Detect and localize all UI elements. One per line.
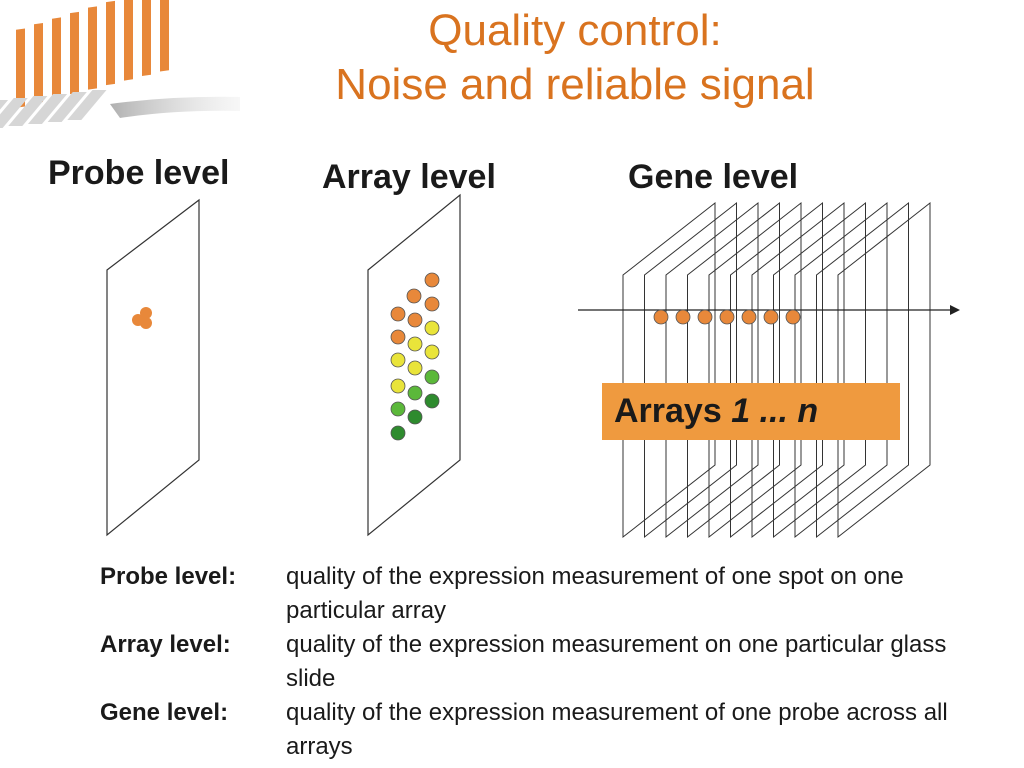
logo-stripe-shadow [8, 96, 48, 126]
arrays-label-prefix: Arrays [614, 392, 722, 430]
logo-stripe-shadow [67, 90, 107, 120]
definition-row: Gene level: quality of the expression me… [100, 696, 1000, 764]
array-level-heading: Array level [322, 158, 496, 196]
gene-spot [675, 309, 691, 325]
definition-text: quality of the expression measurement on… [286, 631, 947, 692]
gene-slide [687, 201, 780, 539]
array-spot [390, 306, 406, 322]
array-spot [407, 312, 423, 328]
definitions-list: Probe level: quality of the expression m… [100, 560, 1000, 764]
logo-stripe [124, 0, 133, 81]
array-spot [424, 272, 440, 288]
logo-stripe [34, 22, 43, 104]
gene-slide [816, 201, 909, 539]
logo-stripe [52, 17, 61, 99]
array-spots [390, 272, 440, 441]
array-spot [407, 336, 423, 352]
orange-striped-logo-icon [0, 0, 240, 130]
definition-term: Array level: [100, 631, 231, 658]
arrays-label-range: 1 ... n [731, 392, 819, 430]
gene-spots [653, 309, 801, 325]
array-spot [390, 401, 406, 417]
logo-stripe [70, 11, 79, 95]
logo-stripe [88, 6, 97, 90]
array-spot [390, 352, 406, 368]
gene-slide [622, 201, 716, 539]
array-spot [390, 378, 406, 394]
definition-text: quality of the expression measurement of… [286, 699, 948, 760]
probe-spot [132, 307, 152, 329]
gene-slide [665, 201, 759, 539]
logo-stripe [160, 0, 169, 72]
gene-level-heading: Gene level [628, 158, 799, 196]
arrays-label-box: Arrays 1 ... n [602, 383, 900, 440]
gene-slide [751, 201, 845, 539]
array-spot [407, 360, 423, 376]
probe-level-heading: Probe level [48, 154, 230, 192]
probe-slide [106, 198, 200, 537]
definition-row: Probe level: quality of the expression m… [100, 560, 1000, 628]
gene-spot [697, 309, 713, 325]
array-spot [424, 296, 440, 312]
definition-term: Gene level: [100, 699, 229, 726]
title-line-1: Quality control: [428, 6, 722, 55]
gene-slides-stack [622, 201, 931, 539]
gene-spot [785, 309, 801, 325]
array-spot [424, 369, 440, 385]
logo-stripe [16, 28, 25, 108]
definition-row: Array level: quality of the expression m… [100, 628, 1000, 696]
logo-stripe-shadow [47, 92, 87, 122]
array-spot [390, 329, 406, 345]
gene-spot [763, 309, 779, 325]
logo-stripe [142, 0, 151, 77]
array-spot [407, 385, 423, 401]
gene-spot [719, 309, 735, 325]
gene-slide [773, 201, 866, 539]
array-spot [424, 320, 440, 336]
logo-stripe [106, 0, 115, 86]
gene-spot [653, 309, 669, 325]
gene-slide [708, 201, 802, 539]
gene-slide [794, 201, 888, 539]
title-line-2: Noise and reliable signal [335, 60, 815, 109]
logo-stripe-shadow [0, 98, 28, 128]
gene-slide [644, 201, 737, 539]
gene-slide [730, 201, 823, 539]
array-spot [406, 288, 422, 304]
array-spot [407, 409, 423, 425]
definition-term: Probe level: [100, 563, 237, 590]
gene-spot [741, 309, 757, 325]
page-title: Quality control: Noise and reliable sign… [220, 4, 930, 112]
array-spot [424, 344, 440, 360]
logo-stripe-shadow [27, 94, 68, 124]
gene-arrow-head [950, 305, 960, 315]
gene-slide [837, 201, 931, 539]
definition-text: quality of the expression measurement of… [286, 563, 904, 624]
array-spot [390, 425, 406, 441]
array-spot [424, 393, 440, 409]
